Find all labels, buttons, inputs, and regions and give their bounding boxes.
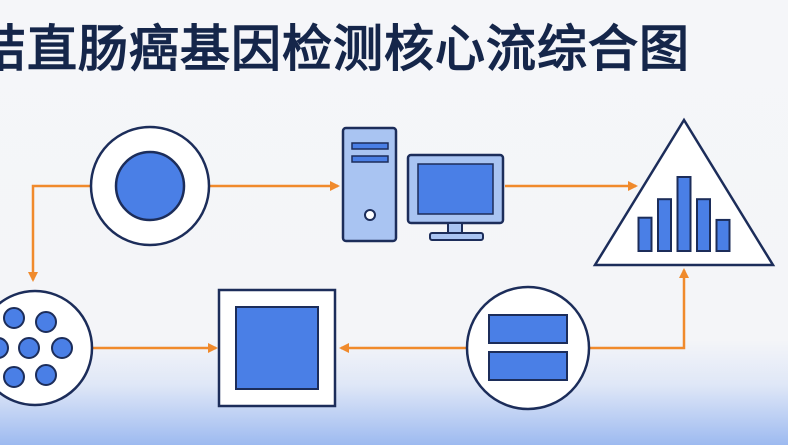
cell-dot: [35, 364, 57, 386]
page-title: 结直肠癌基因检测核心流综合图: [0, 20, 690, 78]
arrow-report-to-analysis: [590, 268, 689, 350]
cell-dot: [3, 366, 25, 388]
stacked-bars-icon: [465, 285, 591, 411]
circle-in-circle-icon: [89, 125, 211, 247]
arrow-sample-to-cells: [28, 184, 92, 282]
cell-dot: [35, 311, 57, 333]
analysis-bar: [715, 218, 731, 252]
analysis-bar: [657, 198, 672, 252]
cell-dot: [3, 307, 25, 329]
square-frame-icon: [217, 288, 337, 408]
cell-dot: [0, 337, 9, 359]
desktop-computer-icon: [341, 126, 505, 243]
connectors: [28, 181, 689, 353]
analysis-bar: [696, 198, 711, 252]
cell-cluster-icon: [0, 289, 94, 407]
bar-chart-triangle-icon: [592, 117, 776, 267]
cell-dot: [18, 337, 40, 359]
cell-dot: [51, 337, 73, 359]
analysis-bar: [637, 216, 653, 252]
analysis-bar: [676, 176, 692, 252]
